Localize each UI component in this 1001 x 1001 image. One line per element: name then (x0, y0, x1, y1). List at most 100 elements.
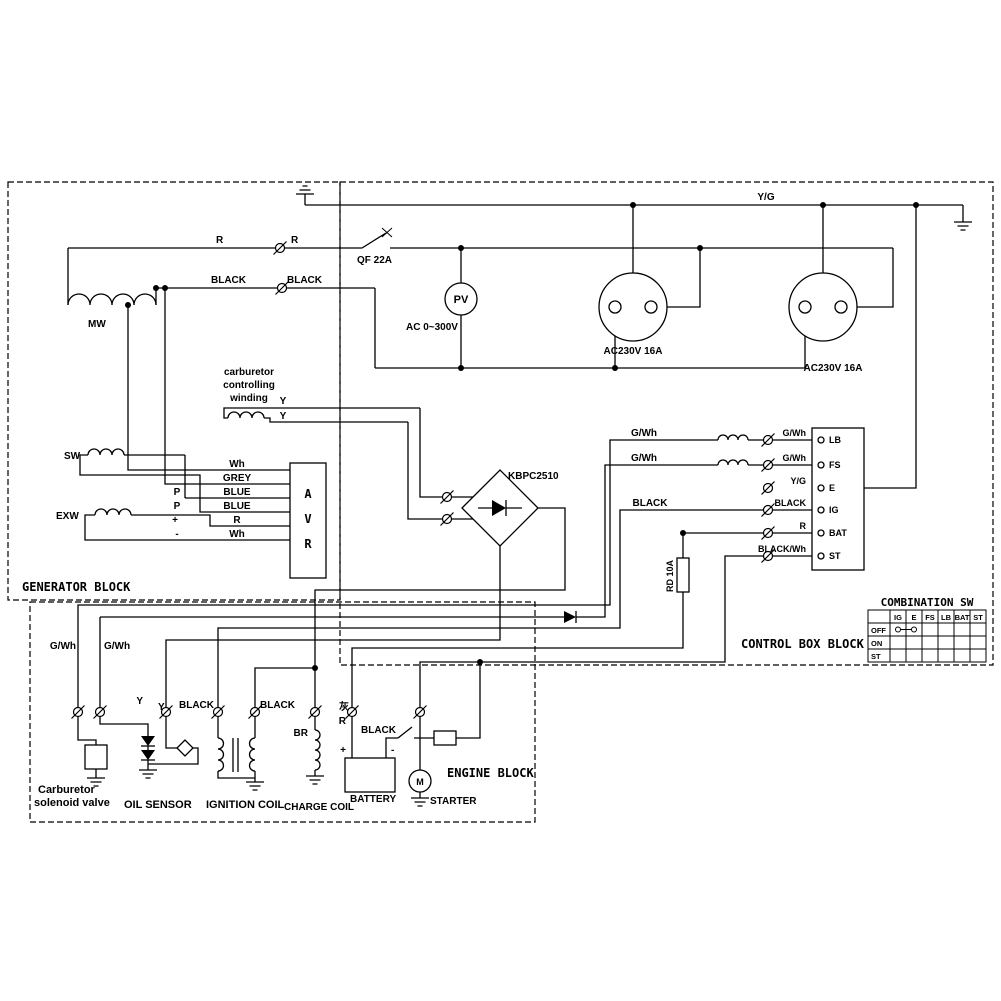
carb-winding-text: controlling (223, 380, 275, 391)
black-label: BLACK (211, 275, 247, 286)
r-label: R (216, 235, 224, 246)
windings (67, 293, 749, 772)
wire-color-label: BLACK (775, 498, 807, 508)
exw-label: EXW (56, 511, 79, 522)
battery-body (344, 757, 396, 793)
sw-label: SW (64, 451, 81, 462)
carburetor-winding-coil (227, 411, 265, 419)
engine-block-frame (29, 601, 536, 823)
terminal-circle (817, 529, 825, 537)
oil-sensor-label: OIL SENSOR (124, 799, 192, 811)
avr-pin-label: + (172, 515, 178, 526)
ground-icon (138, 769, 158, 779)
starter-relay (433, 730, 457, 746)
terminal-label: FS (829, 460, 841, 470)
bridge-rectifier: KBPC2510 (461, 469, 559, 547)
y-wire-label: Y (136, 696, 143, 707)
rectifier-label: KBPC2510 (508, 471, 559, 482)
breaker-cross-mark (381, 227, 393, 238)
voltmeter: PV AC 0~300V (406, 282, 478, 333)
voltmeter-circle (444, 282, 478, 316)
carb-winding-text: winding (229, 393, 268, 404)
avr-input-label: BLUE (223, 487, 251, 498)
top-labels: Y/G R R QF 22A BLACK BLACK MW (88, 192, 775, 330)
combo-row: OFF (871, 626, 886, 635)
socket-1-body (598, 272, 668, 342)
engine-block-title: ENGINE BLOCK (447, 766, 534, 780)
socket-2-label: AC230V 16A (804, 363, 863, 374)
black-label: BLACK (361, 725, 397, 736)
black-label: BLACK (260, 700, 296, 711)
terminal-label: LB (829, 435, 841, 445)
control-box-title: CONTROL BOX BLOCK (741, 637, 865, 651)
avr-letter-a: A (304, 487, 312, 501)
voltmeter-label: PV (454, 294, 469, 306)
combo-row: ON (871, 639, 882, 648)
combo-col: IG (894, 613, 902, 622)
br-label: BR (294, 728, 309, 739)
fuse: RD 10A (665, 557, 690, 593)
starter-body (408, 769, 432, 793)
black-label: BLACK (287, 275, 323, 286)
mw-label: MW (88, 319, 106, 330)
engine-labels: G/Wh G/Wh Y Y BLACK BLACK BR 灰 R BLACK C… (34, 641, 534, 813)
generator-labels: carburetor controlling winding Y Y SW EX… (22, 367, 287, 594)
diode-triangle (564, 611, 576, 623)
y-wire-label: Y (280, 396, 287, 407)
combo-col: BAT (955, 613, 970, 622)
connector-symbols (70, 240, 776, 720)
avr-box (289, 462, 327, 579)
avr-input-label: BLUE (223, 501, 251, 512)
terminal-label: E (829, 483, 835, 493)
combo-col: FS (925, 613, 935, 622)
control-box-labels: G/Wh G/Wh BLACK CONTROL BOX BLOCK (631, 428, 865, 651)
ground-icon (410, 797, 430, 807)
rectifier-diode (492, 500, 506, 516)
lamp-coil-1 (717, 434, 749, 441)
avr-pin-label: P (174, 501, 181, 512)
terminal-label: IG (829, 505, 839, 515)
combination-switch-table: COMBINATION SW IG E FS LB BAT ST OFF ON … (867, 596, 987, 663)
terminal-block-box (811, 427, 865, 571)
oil-sensor (141, 736, 194, 761)
terminal-label: BAT (829, 528, 847, 538)
wire-color-label: R (800, 521, 807, 531)
carburetor-solenoid-valve (84, 744, 108, 770)
wire-color-label: BLACK/Wh (758, 544, 806, 554)
avr-letter-r: R (304, 537, 312, 551)
solenoid-label: solenoid valve (34, 797, 110, 809)
oil-sensor-diode (141, 750, 155, 760)
block-frames (7, 181, 994, 823)
ground-icon (305, 775, 325, 785)
combo-off-contact (911, 626, 917, 633)
terminal-circle (817, 436, 825, 444)
wire-color-label: Y/G (790, 476, 806, 486)
starter-motor-letter: M (416, 777, 424, 787)
socket-2-body (788, 272, 858, 342)
r-label: R (291, 235, 299, 246)
avr-input-label: Wh (229, 459, 245, 470)
combo-col: E (911, 613, 916, 622)
generator-block-title: GENERATOR BLOCK (22, 580, 131, 594)
battery: + - (340, 745, 396, 793)
oil-sensor-connector-diamond (176, 739, 194, 757)
avr-letter-v: V (304, 512, 311, 526)
carb-winding-text: carburetor (224, 367, 274, 378)
combo-off-contact (895, 626, 901, 633)
breaker-label: QF 22A (357, 255, 392, 266)
sub-winding-coil (87, 448, 125, 456)
ground-icon (295, 185, 315, 195)
black-label: BLACK (179, 700, 215, 711)
voltmeter-range-label: AC 0~300V (406, 322, 458, 333)
ignition-core (232, 738, 239, 772)
oil-sensor-diode (141, 736, 155, 746)
socket-2-pin-left (798, 300, 812, 314)
yg-label: Y/G (757, 192, 774, 203)
ignition-secondary-winding (248, 737, 256, 772)
battery-minus: - (391, 745, 394, 756)
y-wire-label: Y (280, 411, 287, 422)
combination-sw-title: COMBINATION SW (881, 596, 974, 609)
socket-1-label: AC230V 16A (604, 346, 663, 357)
socket-1: AC230V 16A (598, 272, 668, 357)
